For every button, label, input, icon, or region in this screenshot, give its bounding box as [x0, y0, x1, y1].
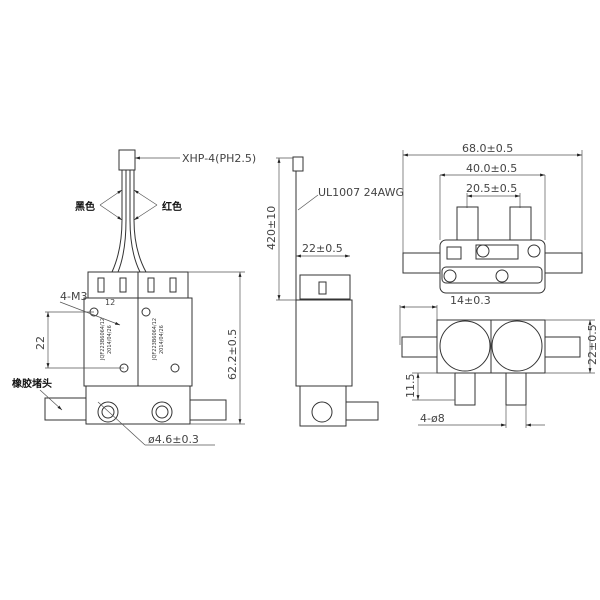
coil-label-1b: 2014/04/26	[107, 325, 113, 354]
side-width-dim: 22±0.5	[302, 242, 343, 255]
body-depth-dim: 22±0.5	[586, 324, 599, 365]
coil-label-2b: 2014/04/26	[159, 325, 165, 354]
wire-length-dim: 420±10	[265, 206, 278, 250]
bottom-view: 14±0.3 22±0.5 11.5 4-ø8	[399, 294, 599, 428]
red-wire-label: 红色	[162, 200, 182, 213]
hole-spacing-small: 12	[105, 298, 115, 307]
connector-label: XHP-4(PH2.5)	[182, 152, 256, 165]
wire-spec-label: UL1007 24AWG	[318, 186, 404, 199]
side-view: UL1007 24AWG 420±10 22±0.5	[265, 156, 404, 427]
coil-label-1a: JQF223B6064/12	[100, 318, 106, 361]
barb-length-dim: 14±0.3	[450, 294, 491, 307]
top-view: 68.0±0.5 40.0±0.5 20.5±0.5	[402, 142, 583, 294]
port-diameter-dim: ø4.6±0.3	[148, 433, 199, 446]
inner-port-spacing-dim: 20.5±0.5	[466, 182, 517, 195]
coil-label-2a: JQF223B6064/12	[152, 318, 158, 361]
black-wire-label: 黑色	[75, 200, 95, 213]
mount-holes-label: 4-M3	[60, 290, 87, 303]
height-dim: 62.2±0.5	[226, 329, 239, 380]
rubber-plug-label: 橡胶堵头	[12, 377, 52, 390]
outer-port-spacing-dim: 40.0±0.5	[466, 162, 517, 175]
bottom-barb-dim: 11.5	[404, 374, 417, 399]
barb-diameter-dim: 4-ø8	[420, 412, 445, 425]
total-width-dim: 68.0±0.5	[462, 142, 513, 155]
hole-spacing-vertical: 22	[34, 336, 47, 350]
front-view: XHP-4(PH2.5) 黑色 红色 JQF223B6064/12 2014/0…	[12, 149, 256, 446]
